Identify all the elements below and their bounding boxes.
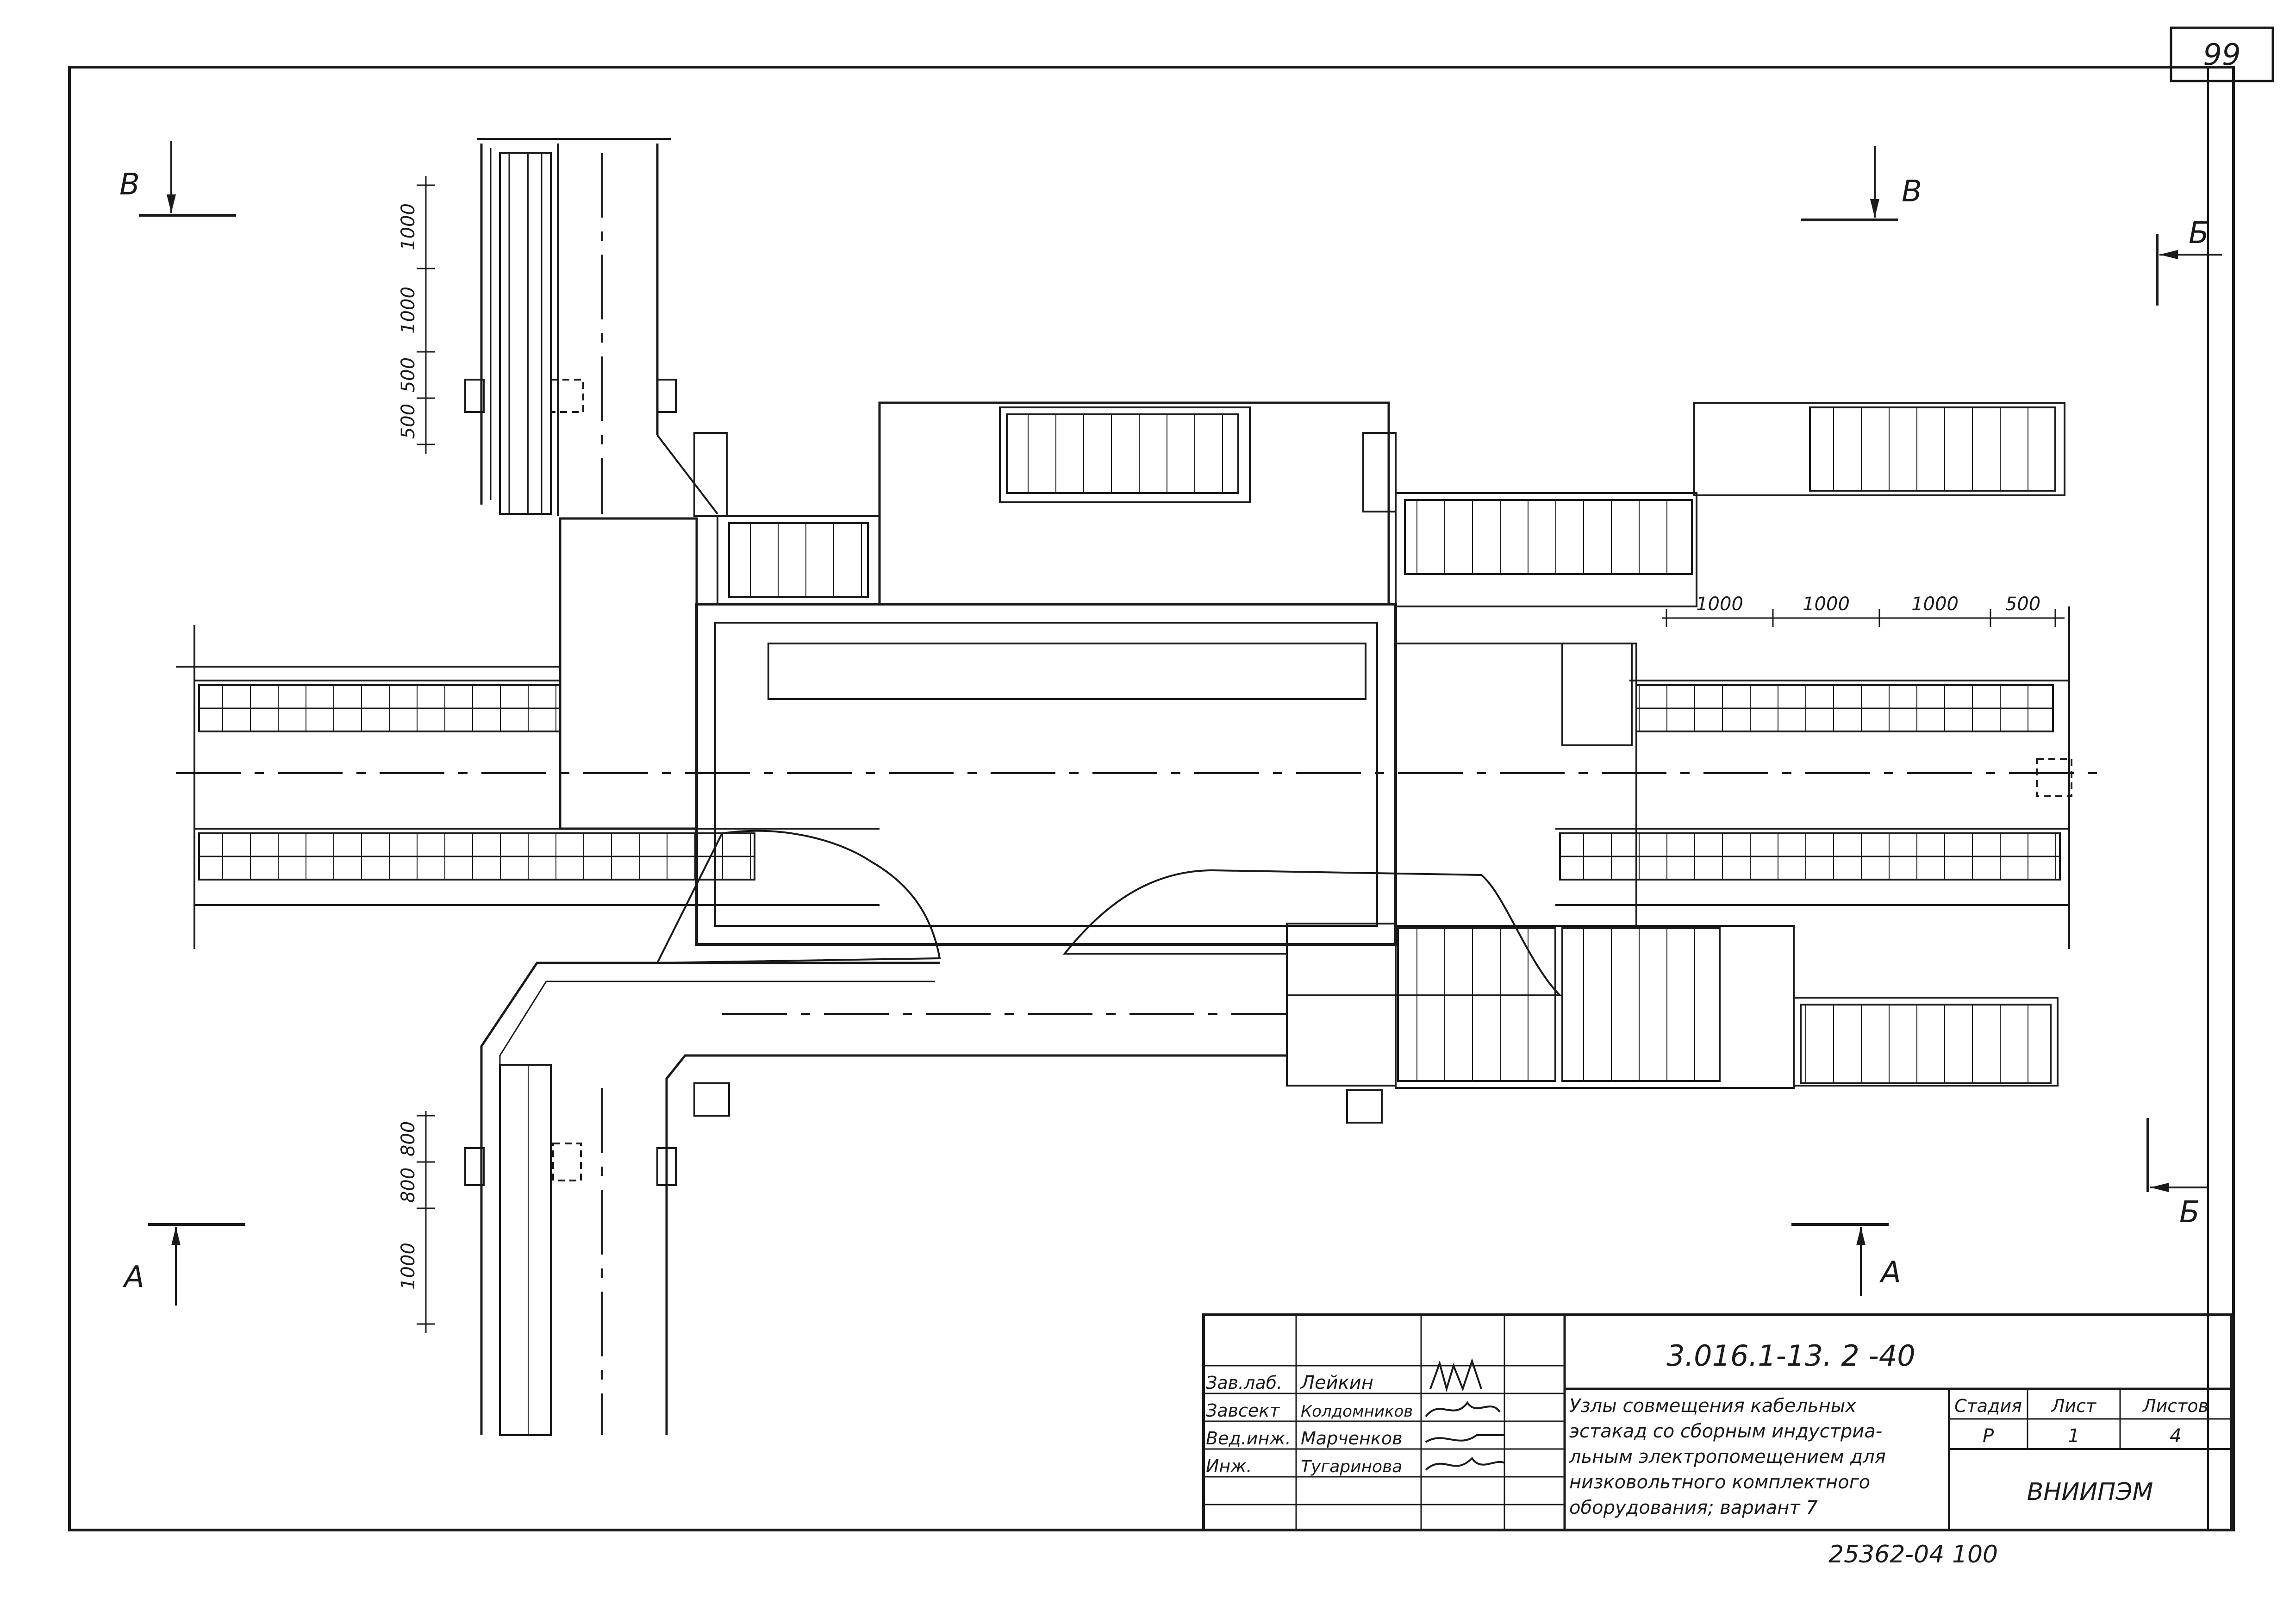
title-line-4: оборудования; вариант 7 bbox=[1569, 1497, 1818, 1518]
svg-text:1000: 1000 bbox=[1911, 593, 1959, 615]
svg-text:1000: 1000 bbox=[1803, 593, 1850, 615]
sheet-label: Лист bbox=[2051, 1396, 2097, 1416]
role-1: Завсект bbox=[1206, 1400, 1280, 1421]
section-mark-b-top: Б bbox=[2156, 216, 2222, 306]
dimensions-top-vertical: 1000 1000 500 500 bbox=[398, 176, 435, 454]
svg-text:500: 500 bbox=[398, 404, 419, 439]
title-line-3: низковольтного комплектного bbox=[1569, 1472, 1870, 1493]
section-mark-a-right: А bbox=[1791, 1223, 1901, 1296]
dimensions-right-horizontal: 1000 1000 1000 500 bbox=[1662, 593, 2065, 627]
top-vertical-trestle bbox=[464, 138, 718, 516]
svg-text:В: В bbox=[1902, 175, 1922, 209]
outer-frame bbox=[68, 66, 2235, 1531]
lower-right-rooms bbox=[1286, 923, 2059, 1124]
section-mark-a-left: А bbox=[122, 1223, 245, 1305]
svg-text:1000: 1000 bbox=[398, 1243, 419, 1290]
sheets-label: Листов bbox=[2142, 1396, 2209, 1416]
sheets-value: 4 bbox=[2170, 1425, 2181, 1447]
sheet-number: 99 bbox=[2203, 38, 2240, 72]
sheet-value: 1 bbox=[2068, 1425, 2079, 1447]
svg-text:В: В bbox=[119, 168, 140, 202]
sheet-number-box bbox=[2170, 26, 2274, 82]
title-line-2: льным электропомещением для bbox=[1569, 1446, 1886, 1468]
svg-text:500: 500 bbox=[398, 357, 419, 393]
room-equipment-panel bbox=[767, 643, 1366, 700]
signature-2 bbox=[1425, 1434, 1504, 1443]
horizontal-trestle bbox=[176, 606, 2111, 949]
stage-value: Р bbox=[1983, 1425, 1994, 1447]
electrical-room bbox=[559, 401, 2065, 946]
name-0: Лейкин bbox=[1300, 1372, 1373, 1393]
role-2: Вед.инж. bbox=[1206, 1428, 1291, 1449]
svg-text:Б: Б bbox=[2179, 1195, 2200, 1230]
footer-inventory-number: 25362-04 100 bbox=[1828, 1541, 1998, 1568]
svg-text:Б: Б bbox=[2189, 216, 2209, 250]
dimensions-bottom-vertical: 800 800 1000 bbox=[398, 1111, 435, 1333]
organization: ВНИИПЭМ bbox=[2027, 1478, 2153, 1506]
signature-0 bbox=[1429, 1358, 1482, 1393]
svg-text:800: 800 bbox=[398, 1121, 419, 1156]
signature-1 bbox=[1425, 1401, 1501, 1418]
name-3: Тугаринова bbox=[1301, 1457, 1402, 1476]
title-line-0: Узлы совмещения кабельных bbox=[1569, 1395, 1856, 1417]
cable-cutaway-left bbox=[655, 830, 941, 964]
role-0: Зав.лаб. bbox=[1206, 1373, 1282, 1393]
stage-label: Стадия bbox=[1954, 1396, 2022, 1416]
svg-text:1000: 1000 bbox=[398, 203, 419, 250]
svg-text:1000: 1000 bbox=[1696, 593, 1743, 615]
svg-text:500: 500 bbox=[2005, 593, 2040, 615]
drawing-code: 3.016.1-13. 2 -40 bbox=[1666, 1339, 1915, 1373]
section-mark-b-bottom: Б bbox=[2146, 1118, 2208, 1230]
signature-3 bbox=[1425, 1456, 1505, 1471]
svg-text:1000: 1000 bbox=[398, 287, 419, 334]
title-line-1: эстакад со сборным индустриа- bbox=[1569, 1421, 1882, 1442]
title-block: 3.016.1-13. 2 -40 Зав.лаб. Завсект Вед.и… bbox=[1202, 1313, 2233, 1531]
svg-text:А: А bbox=[122, 1260, 144, 1294]
svg-text:800: 800 bbox=[398, 1168, 419, 1203]
section-mark-v-right: В bbox=[1801, 146, 1922, 221]
bottom-vertical-trestle bbox=[464, 962, 1287, 1436]
name-2: Марченков bbox=[1301, 1428, 1402, 1449]
svg-text:А: А bbox=[1879, 1255, 1901, 1290]
section-mark-v-left: В bbox=[119, 141, 236, 217]
name-1: Колдомников bbox=[1301, 1402, 1413, 1421]
role-3: Инж. bbox=[1206, 1456, 1252, 1476]
